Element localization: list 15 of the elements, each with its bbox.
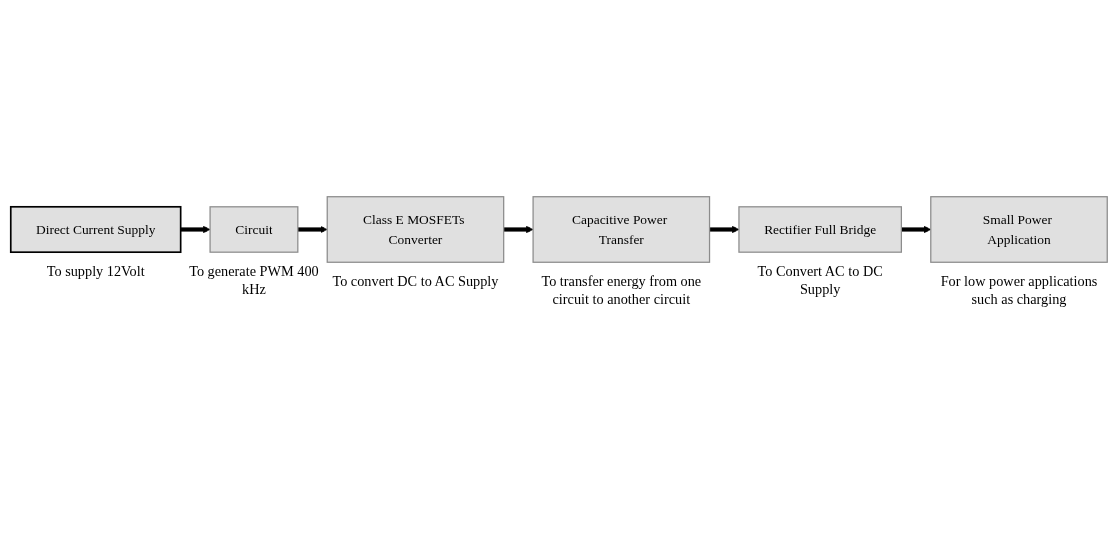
node-box: Capacitive Power Transfer <box>532 195 711 263</box>
node-caption: To transfer energy from one circuit to another circuit <box>540 272 703 310</box>
node-box: Circuit <box>209 205 299 253</box>
node-caption: To supply 12Volt <box>46 261 145 281</box>
node-box: Rectifier Full Bridge <box>738 205 902 253</box>
node-caption: To generate PWM 400 kHz <box>188 261 320 300</box>
node-caption: For low power applications such as charging <box>939 272 1099 310</box>
node-box: Small Power Application <box>930 195 1108 263</box>
node-caption: To convert DC to AC Supply <box>332 272 499 291</box>
node-box: Direct Current Supply <box>9 205 182 253</box>
node-caption: To Convert AC to DC Supply <box>756 261 884 300</box>
node-box: Class E MOSFETs Converter <box>326 195 505 263</box>
arrow <box>503 225 534 233</box>
arrow <box>297 225 328 233</box>
arrow <box>180 225 211 233</box>
